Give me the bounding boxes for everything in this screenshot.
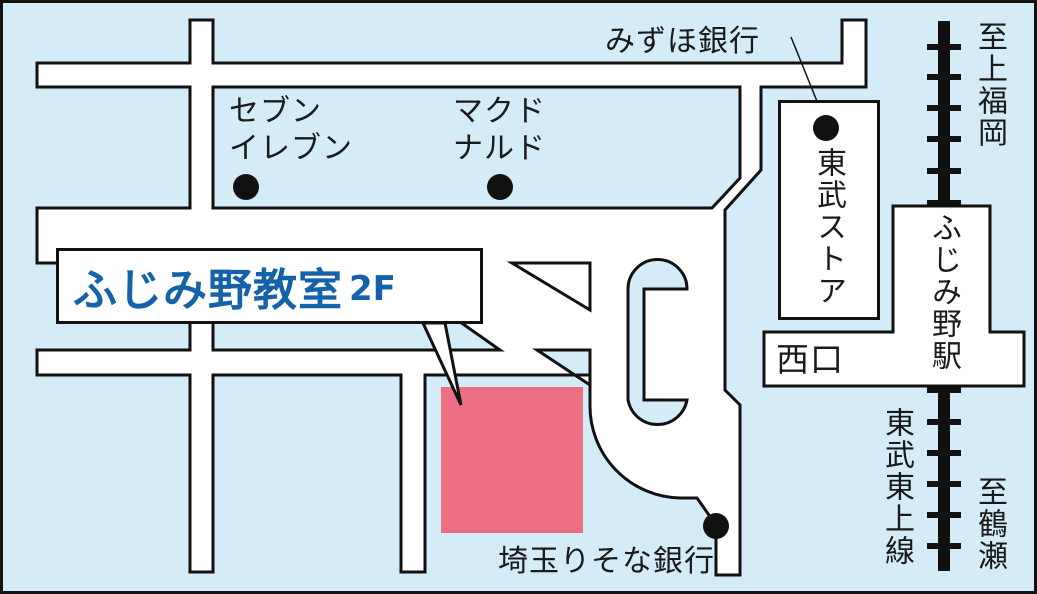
station-building (762, 204, 1026, 388)
label-west-exit: 西口 (776, 340, 844, 379)
label-station: ふじみ野駅 (926, 212, 961, 372)
label-tobu-tojo-line: 東武東上線 (879, 407, 914, 567)
label-seven-eleven-2: イレブン (229, 131, 353, 166)
label-mizuho-bank: みずほ銀行 (605, 24, 760, 59)
label-mcdonalds-1: マクド (453, 94, 546, 129)
tobu-store-marker-icon (813, 115, 839, 141)
label-to-tsuruse: 至鶴瀬 (972, 476, 1007, 572)
label-mcdonalds-2: ナルド (453, 131, 546, 166)
seven-eleven-marker-icon (233, 174, 259, 200)
resona-bank-marker-icon (703, 513, 729, 539)
school-floor: 2F (349, 269, 396, 309)
label-seven-eleven-1: セブン (229, 94, 322, 129)
school-building (441, 387, 583, 533)
school-callout: ふじみ野教室 2F (56, 248, 483, 324)
school-name: ふじみ野教室 (73, 265, 343, 316)
label-resona-bank: 埼玉りそな銀行 (498, 544, 715, 579)
label-tobu-store: 東武ストア (811, 147, 846, 307)
mcdonalds-marker-icon (487, 174, 513, 200)
label-to-kamifukuoka: 至上福岡 (972, 21, 1007, 149)
railway-line (927, 21, 961, 571)
